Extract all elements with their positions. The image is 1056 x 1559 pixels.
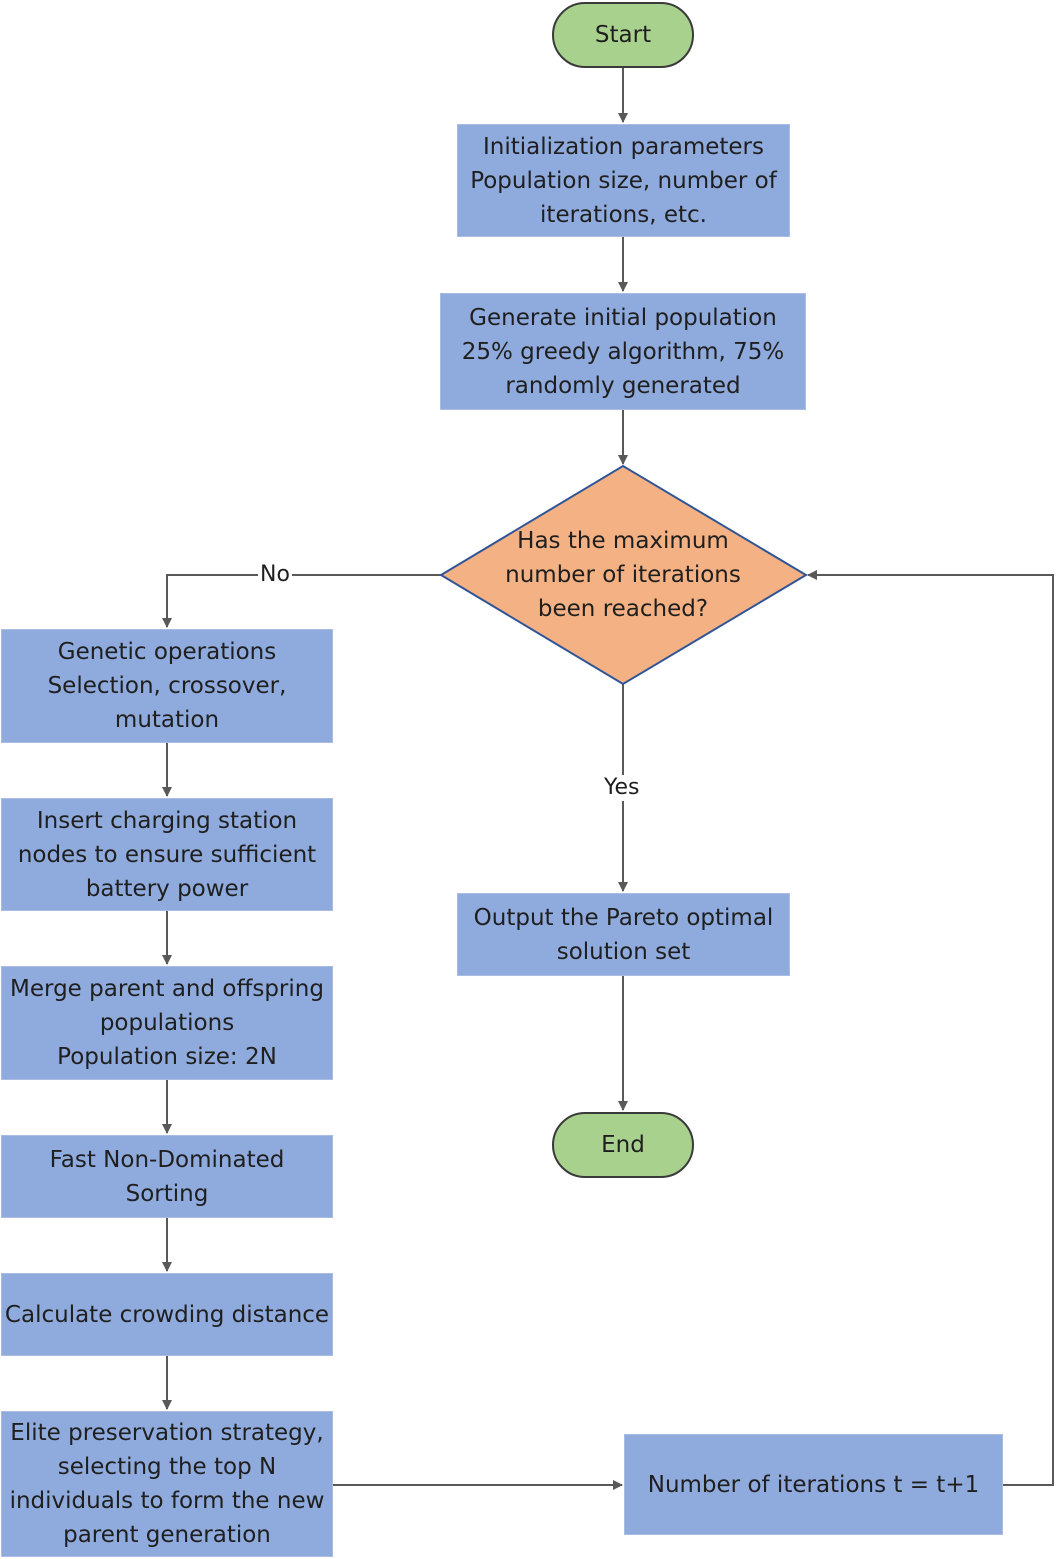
generate-line-2: 25% greedy algorithm, 75% <box>461 338 785 365</box>
non-dominated-sorting-box: Fast Non-Dominated Sorting <box>1 1135 333 1218</box>
start-label: Start <box>594 22 652 48</box>
end-terminal: End <box>552 1112 694 1178</box>
merge-line-2: populations <box>99 1010 235 1036</box>
edge-increment-loop-back <box>807 570 1054 1486</box>
decision-text: Has the maximum number of iterations bee… <box>483 520 763 630</box>
edge-decision-no <box>162 574 441 628</box>
elite-preservation-box: Elite preservation strategy, selecting t… <box>1 1411 333 1557</box>
crowding-line-1: Calculate crowding distance <box>4 1301 330 1328</box>
insert-line-1: Insert charging station <box>36 807 298 834</box>
genetic-line-1: Genetic operations <box>57 639 277 665</box>
elite-line-3: individuals to form the new <box>9 1488 325 1514</box>
decision-line-3: been reached? <box>537 596 709 622</box>
decision-line-2: number of iterations <box>505 562 741 588</box>
merge-line-1: Merge parent and offspring <box>10 976 324 1002</box>
no-edge-label: No <box>258 562 292 588</box>
insert-charging-box: Insert charging station nodes to ensure … <box>1 798 333 911</box>
genetic-operations-box: Genetic operations Selection, crossover,… <box>1 629 333 743</box>
decision-diamond <box>439 464 808 686</box>
genetic-line-2: Selection, crossover, <box>47 673 287 699</box>
elite-line-2: selecting the top N <box>57 1454 277 1480</box>
genetic-line-3: mutation <box>114 707 220 733</box>
end-label: End <box>601 1132 645 1158</box>
sort-line-2: Sorting <box>125 1180 209 1207</box>
generate-population-box: Generate initial population 25% greedy a… <box>440 293 806 410</box>
output-line-2: solution set <box>556 938 691 965</box>
decision-line-1: Has the maximum <box>517 528 729 554</box>
generate-line-3: randomly generated <box>505 372 741 399</box>
crowding-distance-box: Calculate crowding distance <box>1 1273 333 1356</box>
sort-line-1: Fast Non-Dominated <box>49 1146 285 1173</box>
increment-iterations-box: Number of iterations t = t+1 <box>624 1434 1003 1535</box>
merge-populations-box: Merge parent and offspring populations P… <box>1 966 333 1080</box>
output-line-1: Output the Pareto optimal <box>473 904 774 931</box>
insert-line-3: battery power <box>85 875 249 902</box>
start-terminal: Start <box>552 2 694 68</box>
increment-line-1: Number of iterations t = t+1 <box>647 1471 980 1498</box>
merge-line-3: Population size: 2N <box>57 1044 277 1070</box>
yes-edge-label: Yes <box>602 775 642 801</box>
generate-line-1: Generate initial population <box>469 304 777 331</box>
elite-line-4: parent generation <box>63 1522 271 1548</box>
init-line-1: Initialization parameters <box>483 133 764 160</box>
init-line-2: Population size, number of <box>470 167 777 194</box>
init-parameters-box: Initialization parameters Population siz… <box>457 124 790 237</box>
insert-line-2: nodes to ensure sufficient <box>17 841 317 868</box>
init-line-3: iterations, etc. <box>540 201 707 228</box>
output-pareto-box: Output the Pareto optimal solution set <box>457 893 790 976</box>
elite-line-1: Elite preservation strategy, <box>10 1420 324 1446</box>
